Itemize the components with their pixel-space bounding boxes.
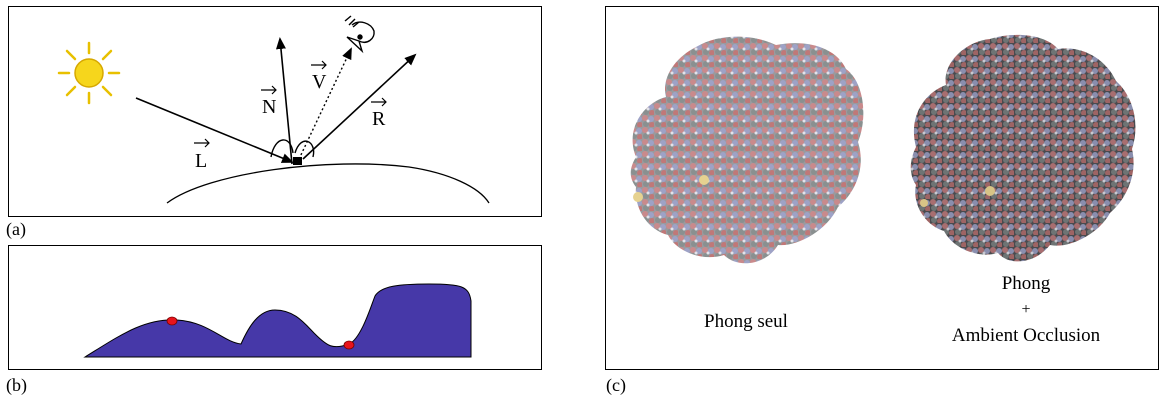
eye-icon bbox=[344, 15, 375, 54]
caption-phong-ambient-occlusion: Phong + Ambient Occlusion bbox=[906, 271, 1146, 349]
panel-a-label: (a) bbox=[6, 219, 26, 239]
protein-renderings bbox=[630, 34, 1136, 264]
occlusion-point-valley bbox=[343, 340, 355, 350]
occlusion-point-peak bbox=[166, 316, 178, 326]
sulfur-atom bbox=[920, 199, 928, 207]
sulfur-atom bbox=[699, 175, 709, 185]
protein-phong-only bbox=[630, 36, 864, 264]
panel-c-label: (c) bbox=[606, 375, 626, 395]
panel-b-label: (b) bbox=[6, 375, 27, 395]
terrain-illustration bbox=[83, 283, 472, 358]
vector-label-N: N bbox=[262, 96, 276, 118]
caption-line-ambient-occlusion: Ambient Occlusion bbox=[951, 325, 1101, 346]
caption-line-phong: Phong bbox=[1001, 273, 1051, 294]
reflection-vector-R bbox=[302, 53, 417, 160]
phong-illustration: L N V R bbox=[57, 15, 490, 204]
panel-a-phong-diagram: L N V R bbox=[8, 6, 542, 217]
sun-icon bbox=[57, 41, 121, 105]
vector-labels: L N V R bbox=[194, 60, 387, 172]
light-ray-L bbox=[135, 97, 294, 163]
contact-point bbox=[293, 157, 302, 165]
protein-phong-ambient-occlusion bbox=[910, 34, 1136, 262]
panel-b-terrain-diagram bbox=[8, 245, 542, 370]
caption-line-plus: + bbox=[1021, 301, 1031, 318]
angle-arc-left bbox=[270, 139, 294, 158]
sulfur-atom bbox=[985, 186, 995, 196]
vector-label-V: V bbox=[312, 71, 327, 93]
caption-phong-only: Phong seul bbox=[704, 311, 788, 332]
panel-c-protein-comparison: Phong seul Phong + Ambient Occlusion bbox=[605, 6, 1159, 370]
vector-label-R: R bbox=[372, 108, 386, 130]
angle-arc-right bbox=[294, 140, 315, 158]
vector-label-L: L bbox=[195, 150, 207, 172]
terrain-shape bbox=[83, 283, 472, 358]
sulfur-atom bbox=[633, 192, 643, 202]
surface-curve bbox=[166, 163, 490, 204]
